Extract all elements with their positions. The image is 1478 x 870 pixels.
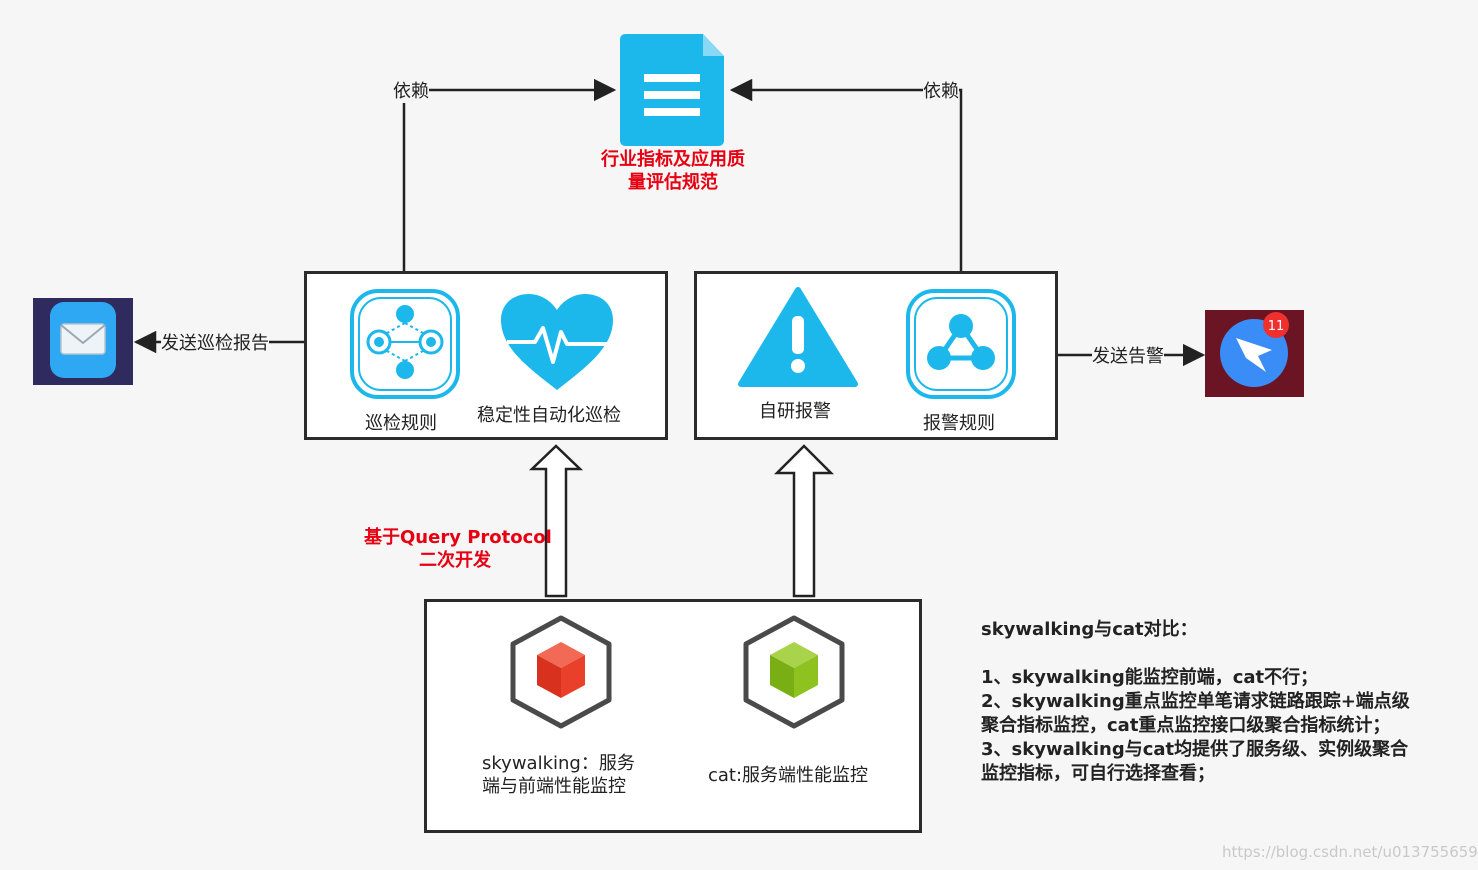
spec-title-line2: 量评估规范 <box>628 172 718 194</box>
notes-title: skywalking与cat对比： <box>981 619 1198 640</box>
inspection-rule-label: 巡检规则 <box>365 413 437 434</box>
notes-line-2b: 聚合指标监控，cat重点监控接口级聚合指标统计； <box>981 715 1391 736</box>
dev-note: 基于Query Protocol 二次开发 <box>364 526 552 573</box>
send-report-label: 发送巡检报告 <box>161 332 269 356</box>
warning-icon <box>738 287 858 387</box>
alert-box: 自研报警 报警规则 <box>694 271 1058 440</box>
notes-line-3a: 3、skywalking与cat均提供了服务级、实例级聚合 <box>981 739 1409 760</box>
sources-box: skywalking：服务 端与前端性能监控 cat:服务端性能监控 <box>424 599 922 833</box>
skywalking-cube-icon <box>510 615 612 729</box>
send-alert-label: 发送告警 <box>1092 345 1164 369</box>
hollow-arrow-left <box>528 444 584 598</box>
dev-note-line2: 二次开发 <box>419 550 491 572</box>
spec-title-line1: 行业指标及应用质 <box>601 149 745 170</box>
self-alert-label: 自研报警 <box>759 401 831 422</box>
cat-cube-icon <box>743 615 845 729</box>
notes-line-1: 1、skywalking能监控前端，cat不行； <box>981 667 1319 688</box>
skywalking-label: skywalking：服务 端与前端性能监控 <box>482 752 635 799</box>
document-icon <box>620 34 724 146</box>
inspection-box: 巡检规则 稳定性自动化巡检 <box>304 271 668 440</box>
dev-note-line1: 基于Query Protocol <box>364 527 552 548</box>
mail-app-icon <box>33 298 133 385</box>
dingtalk-app-icon: 11 <box>1205 310 1304 397</box>
dependency-line-right <box>729 78 963 278</box>
auto-inspection-label: 稳定性自动化巡检 <box>477 405 621 426</box>
cat-label: cat:服务端性能监控 <box>708 765 869 786</box>
dependency-label-right: 依赖 <box>923 80 959 104</box>
skywalking-label-line1: skywalking：服务 <box>482 753 635 774</box>
inspection-rule-icon <box>350 289 460 399</box>
heartbeat-icon <box>501 294 613 390</box>
alert-rule-label: 报警规则 <box>923 413 995 434</box>
dependency-label-left: 依赖 <box>393 80 429 104</box>
watermark: https://blog.csdn.net/u013755659 <box>1222 843 1478 861</box>
notification-badge: 11 <box>1268 319 1285 334</box>
comparison-notes: skywalking与cat对比： 1、skywalking能监控前端，cat不… <box>981 618 1410 786</box>
dependency-line-left <box>402 78 617 275</box>
notes-line-3b: 监控指标，可自行选择查看； <box>981 763 1215 784</box>
skywalking-label-line2: 端与前端性能监控 <box>482 776 626 798</box>
spec-title: 行业指标及应用质 量评估规范 <box>594 148 752 195</box>
notes-line-2a: 2、skywalking重点监控单笔请求链路跟踪+端点级 <box>981 691 1410 712</box>
hollow-arrow-right <box>773 444 835 598</box>
alert-rule-icon <box>906 289 1016 399</box>
